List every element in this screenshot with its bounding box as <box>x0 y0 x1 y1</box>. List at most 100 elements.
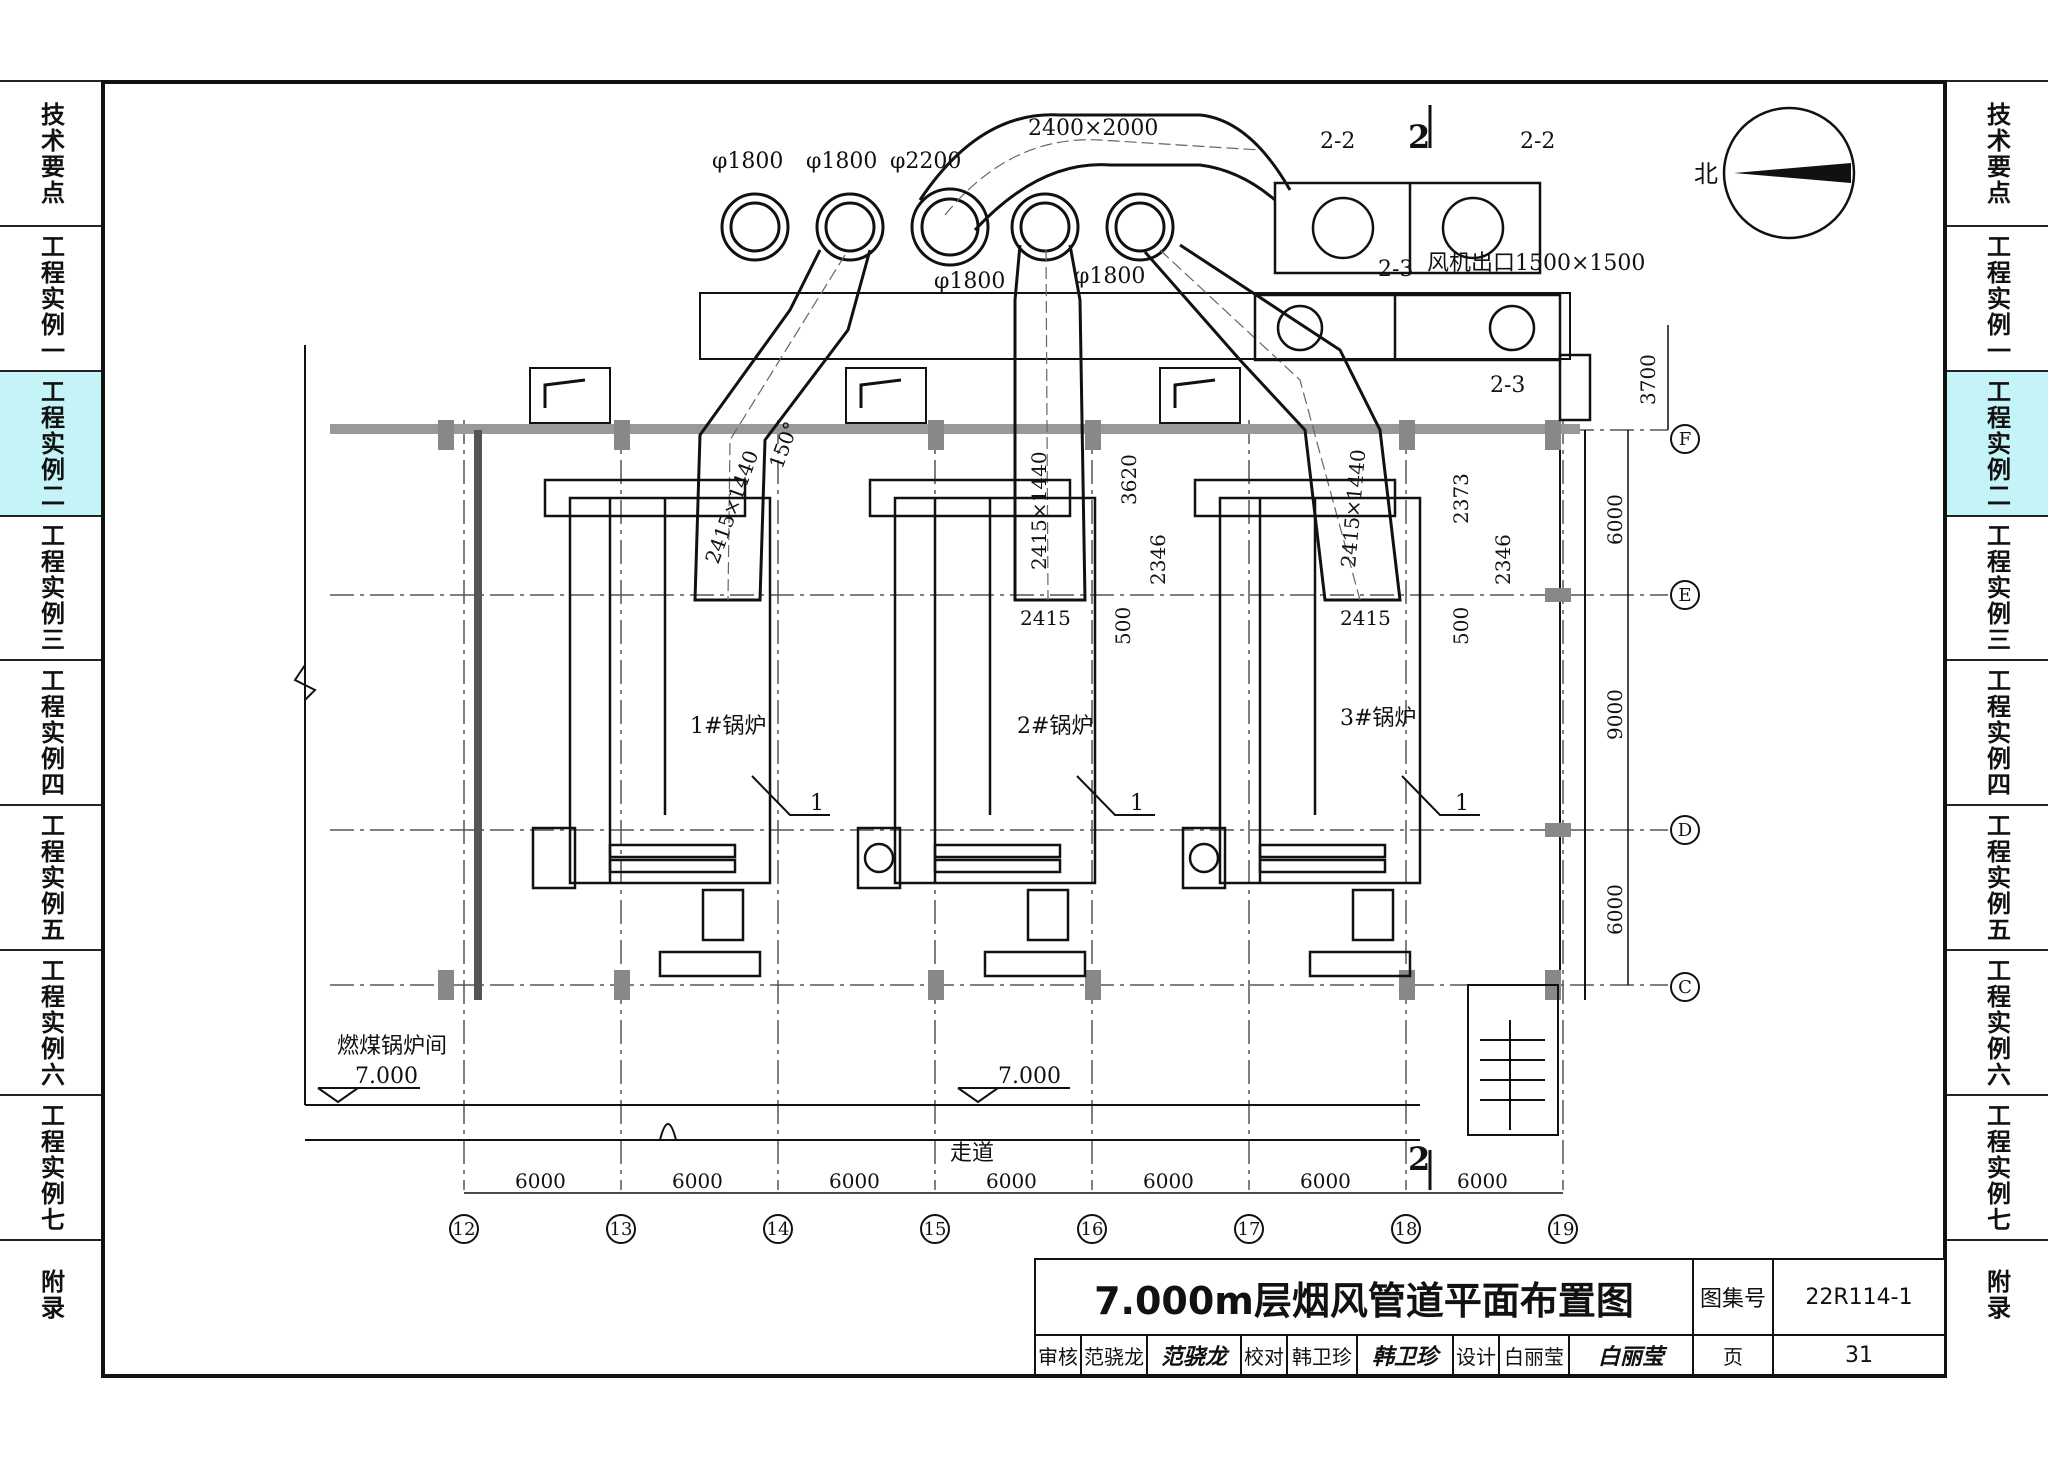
section-2-2-label-right: 2-2 <box>1520 129 1555 154</box>
sidebar-item-case-6[interactable]: 工程实例六 <box>1946 951 2048 1096</box>
fans <box>1253 181 1592 422</box>
title-block: 7.000m层烟风管道平面布置图 图集号 22R114-1 审核 范骁龙 范骁龙… <box>1034 1258 1946 1376</box>
sidebar-item-tech[interactable]: 技术要点 <box>1946 82 2048 227</box>
chimney-label-5: φ1800 <box>1074 264 1145 289</box>
chimney-label-1: φ1800 <box>712 149 783 174</box>
atlas-label: 图集号 <box>1694 1260 1774 1336</box>
drawing-title: 7.000m层烟风管道平面布置图 <box>1036 1260 1694 1336</box>
bay-dim-3: 6000 <box>829 1169 880 1193</box>
sidebar-item-case-3[interactable]: 工程实例三 <box>0 517 102 661</box>
page-number: 31 <box>1845 1342 1873 1368</box>
axis-label-16: 16 <box>1081 1219 1104 1240</box>
callout-leaders <box>751 775 1480 816</box>
section-2-bottom-label: 2 <box>1408 1140 1430 1178</box>
bay-dim-7: 6000 <box>1457 1169 1508 1193</box>
coal-room-label: 燃煤锅炉间 <box>337 1034 447 1059</box>
section-2-2-label-left: 2-2 <box>1320 129 1355 154</box>
axis-label-18: 18 <box>1395 1219 1418 1240</box>
axis-label-17: 17 <box>1238 1219 1261 1240</box>
dim-2415-1: 2415 <box>1020 606 1071 630</box>
sidebar-item-case-6[interactable]: 工程实例六 <box>0 951 102 1096</box>
axis-label-15: 15 <box>924 1219 947 1240</box>
checker-signature: 韩卫珍 <box>1358 1336 1454 1374</box>
bay-dim-2: 6000 <box>672 1169 723 1193</box>
sidebar-item-case-7[interactable]: 工程实例七 <box>1946 1096 2048 1241</box>
bay-dim-1: 6000 <box>515 1169 566 1193</box>
duct-size-2: 2415×1440 <box>1027 451 1051 570</box>
design-label: 设计 <box>1454 1336 1500 1374</box>
dim-2415-2: 2415 <box>1340 606 1391 630</box>
bay-dim-5: 6000 <box>1143 1169 1194 1193</box>
stair <box>1467 984 1559 1136</box>
check-label: 校对 <box>1242 1336 1288 1374</box>
sidebar-item-case-4[interactable]: 工程实例四 <box>1946 661 2048 806</box>
designer-signature: 白丽莹 <box>1570 1336 1694 1374</box>
sidebar-item-case-1[interactable]: 工程实例一 <box>1946 227 2048 372</box>
row-dim-d-c: 6000 <box>1603 884 1627 935</box>
duct-top-size-label: 2400×2000 <box>1028 116 1158 141</box>
level-markers <box>317 1087 1070 1104</box>
sidebar-item-case-7[interactable]: 工程实例七 <box>0 1096 102 1241</box>
boiler-label-3: 3#锅炉 <box>1340 706 1416 731</box>
corridor-label: 走道 <box>950 1141 994 1166</box>
bay-dim-6: 6000 <box>1300 1169 1351 1193</box>
flue-ducts <box>693 113 1402 602</box>
axis-label-f: F <box>1679 429 1692 450</box>
page-label: 页 <box>1694 1336 1774 1374</box>
drawing-text: 2400×2000 2 2-2 2-2 2-3 2-3 风机出口1500×150… <box>337 116 1660 1193</box>
sidebar-item-case-2[interactable]: 工程实例二 <box>1946 372 2048 517</box>
axis-label-19: 19 <box>1552 1219 1575 1240</box>
dim-3620: 3620 <box>1117 454 1141 505</box>
duct-size-1: 2415×1440 <box>700 447 763 567</box>
section-2-3-label-bottom: 2-3 <box>1490 373 1525 398</box>
building-walls <box>293 345 1586 1141</box>
reviewer-name: 范骁龙 <box>1082 1336 1148 1374</box>
level-label-2: 7.000 <box>998 1064 1061 1089</box>
reviewer-signature: 范骁龙 <box>1148 1336 1242 1374</box>
section-2-3-label-top: 2-3 <box>1378 257 1413 282</box>
bay-dim-4: 6000 <box>986 1169 1037 1193</box>
dim-2346-2: 2346 <box>1491 534 1515 585</box>
dim-2373: 2373 <box>1449 473 1473 524</box>
wall-f <box>330 424 1580 434</box>
callout-1b: 1 <box>1130 791 1144 816</box>
section-2-label: 2 <box>1408 118 1430 156</box>
chimney-label-2: φ1800 <box>806 149 877 174</box>
duct-centerlines <box>727 139 1361 601</box>
axis-bubbles <box>449 424 1700 1244</box>
drawing-frame <box>101 80 1947 1378</box>
callout-1c: 1 <box>1455 791 1469 816</box>
sidebar-item-case-5[interactable]: 工程实例五 <box>1946 806 2048 951</box>
review-label: 审核 <box>1036 1336 1082 1374</box>
row-dim-f-e: 6000 <box>1603 494 1627 545</box>
sidebar-item-appendix[interactable]: 附录 <box>36 1269 65 1321</box>
sidebar-item-case-3[interactable]: 工程实例三 <box>1946 517 2048 661</box>
row-dim-e-d: 9000 <box>1603 689 1627 740</box>
north-arrow: 北 <box>1694 106 1856 240</box>
dim-500-1: 500 <box>1111 607 1135 645</box>
sidebar-item-case-5[interactable]: 工程实例五 <box>0 806 102 951</box>
flue-platform <box>699 292 1571 360</box>
boiler-label-2: 2#锅炉 <box>1017 714 1093 739</box>
boilers <box>531 478 1422 978</box>
left-sidebar: 技术要点 工程实例一 工程实例二 工程实例三 工程实例四 工程实例五 工程实例六… <box>0 80 102 1321</box>
fan-outlet-label: 风机出口1500×1500 <box>1427 251 1645 276</box>
atlas-number: 22R114-1 <box>1774 1260 1944 1336</box>
axis-label-c: C <box>1678 977 1692 998</box>
sidebar-item-case-1[interactable]: 工程实例一 <box>0 227 102 372</box>
sidebar-item-case-4[interactable]: 工程实例四 <box>0 661 102 806</box>
dim-2346-1: 2346 <box>1146 534 1170 585</box>
wall-hatch <box>474 430 482 1000</box>
dimension-lines <box>464 325 1669 1194</box>
columns <box>438 420 1571 1000</box>
axis-label-d: D <box>1678 820 1692 841</box>
sidebar-item-tech[interactable]: 技术要点 <box>0 82 102 227</box>
sidebar-item-case-2[interactable]: 工程实例二 <box>0 372 102 517</box>
svg-text:北: 北 <box>1694 160 1718 188</box>
sidebar-item-appendix[interactable]: 附录 <box>1982 1269 2011 1321</box>
axis-label-12: 12 <box>453 1219 476 1240</box>
duct-size-3: 2415×1440 <box>1336 448 1370 568</box>
dim-500-2: 500 <box>1449 607 1473 645</box>
axis-label-14: 14 <box>767 1219 790 1240</box>
